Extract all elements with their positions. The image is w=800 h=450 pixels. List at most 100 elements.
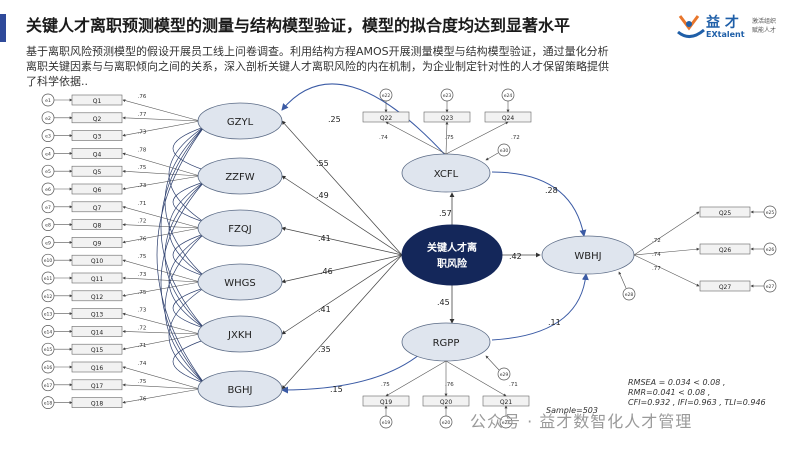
structural-path-left [281, 254, 403, 390]
loading-arrow-wbhj [633, 247, 700, 256]
loading-value-left: .76 [138, 397, 147, 403]
covariance-arc [164, 233, 205, 384]
latent-factor-ellipse [197, 370, 283, 408]
error-label-rgpp: e19 [382, 420, 391, 426]
structural-path-left [281, 120, 403, 256]
error-label-left: e13 [44, 312, 53, 318]
fit-rmr: RMR=0.041 < 0.08 , [628, 388, 711, 397]
error-label-left: e4 [45, 151, 51, 157]
error-label-left: e3 [45, 134, 51, 140]
indicator-box-left [71, 308, 123, 319]
indicator-label-xcfl: Q22 [380, 115, 393, 122]
covariance-arc [172, 287, 205, 329]
path-coefficient-rgpp-wbhj: .11 [548, 318, 561, 327]
path-coefficient-center-xcfl: .57 [439, 209, 452, 218]
indicator-box-left [71, 361, 123, 373]
structural-path-left [281, 226, 403, 256]
sample-size: Sample=503 [546, 406, 598, 415]
indicator-box-left [71, 148, 123, 159]
watermark: 公众号 · 益才数智化人才管理 [470, 412, 693, 431]
logo-brand-cn: 益 才 [706, 15, 739, 31]
loading-value-left: .74 [138, 361, 147, 367]
indicator-box-left [71, 379, 123, 391]
latent-factor-label: WHGS [224, 278, 256, 289]
error-label-left: e18 [44, 401, 53, 407]
indicator-label-left: Q16 [91, 365, 104, 372]
path-coefficient-center-rgpp: .45 [437, 298, 450, 307]
loading-arrow-xcfl [445, 121, 509, 155]
path-coefficient-left: .41 [318, 305, 331, 314]
loading-arrow-left [122, 120, 201, 137]
latent-factor-label-xcfl: XCFL [434, 169, 459, 180]
fit-indices: RMSEA = 0.034 < 0.08 , RMR=0.041 < 0.08 … [628, 378, 766, 408]
logo-tagline-2: 赋能人才 [752, 27, 777, 34]
indicator-box-left [71, 290, 123, 302]
covariance-arc [164, 181, 205, 329]
indicator-box-wbhj [699, 243, 751, 255]
path-coefficient-left: .49 [316, 191, 329, 200]
loading-arrow-left [122, 169, 201, 177]
indicator-label-left: Q1 [93, 98, 102, 105]
indicator-label-left: Q7 [93, 205, 102, 212]
loading-arrow-xcfl [385, 121, 447, 155]
loading-arrow-left [122, 333, 201, 351]
loading-value-left: .75 [138, 290, 147, 296]
latent-factor-label: GZYL [227, 117, 254, 128]
covariance-arc [168, 233, 205, 329]
error-label-rgpp: e21 [502, 420, 511, 426]
indicator-label-left: Q17 [91, 383, 104, 390]
fit-cfi-ifi-tli: CFI=0.932 , IFI=0.963 , TLI=0.946 [628, 398, 766, 407]
loading-arrow-left [122, 116, 201, 122]
covariance-arc [172, 181, 205, 223]
error-label-left: e7 [45, 205, 51, 211]
loading-arrow-left [122, 223, 201, 229]
error-label-xcfl: e23 [443, 93, 452, 99]
indicator-box-left [71, 326, 123, 337]
indicator-box-left [71, 272, 123, 284]
disturbance-label-xcfl: e30 [500, 148, 509, 154]
latent-factor-ellipse [197, 157, 283, 195]
indicator-label-left: Q3 [93, 134, 102, 141]
indicator-label-left: Q2 [93, 116, 102, 123]
error-label-left: e1 [45, 98, 51, 104]
latent-factor-label-wbhj: WBHJ [574, 251, 601, 262]
disturbance-label-wbhj: e28 [625, 292, 634, 298]
error-label-left: e11 [44, 276, 53, 282]
center-latent-ellipse [401, 224, 503, 286]
logo-brand-en: EXtalent [706, 30, 745, 39]
loading-value-left: .75 [138, 254, 147, 260]
indicator-label-left: Q14 [91, 329, 104, 336]
path-coefficient-gzyl-xcfl: .25 [328, 115, 341, 124]
loading-value-left: .73 [138, 308, 147, 314]
indicator-label-left: Q9 [93, 240, 102, 247]
error-label-left: e15 [44, 347, 53, 353]
loading-value-left: .75 [138, 379, 147, 385]
path-coefficient-center-wbhj: .42 [509, 252, 522, 261]
loading-arrow-wbhj [633, 254, 700, 287]
structural-path-gzyl-xcfl [281, 83, 449, 159]
center-latent-label-1: 关键人才离 [427, 241, 477, 254]
loading-arrow-xcfl [445, 121, 449, 155]
loading-value-rgpp: .71 [509, 382, 518, 388]
latent-factor-ellipse [197, 263, 283, 301]
covariance-arc [160, 181, 205, 384]
loading-arrow-rgpp [385, 360, 447, 397]
error-label-wbhj: e25 [766, 210, 775, 216]
covariance-arc [168, 181, 205, 277]
loading-arrow-left [122, 366, 201, 390]
covariance-arc [164, 126, 205, 277]
loading-value-left: .73 [138, 272, 147, 278]
structural-path-bghj-rgpp [281, 349, 426, 394]
loading-value-xcfl: .74 [379, 135, 388, 141]
loading-value-xcfl: .75 [445, 135, 454, 141]
error-label-wbhj: e26 [766, 247, 775, 253]
loading-value-left: .71 [138, 343, 147, 349]
indicator-label-left: Q15 [91, 347, 104, 354]
indicator-label-wbhj: Q26 [719, 247, 732, 254]
disturbance-arrow-rgpp [485, 355, 500, 371]
loading-value-rgpp: .75 [381, 382, 390, 388]
page-title: 关键人才离职预测模型的测量与结构模型验证，模型的拟合度均达到显著水平 [26, 16, 571, 35]
loading-value-wbhj: .77 [652, 266, 661, 272]
center-latent-label-2: 职风险 [437, 257, 468, 270]
